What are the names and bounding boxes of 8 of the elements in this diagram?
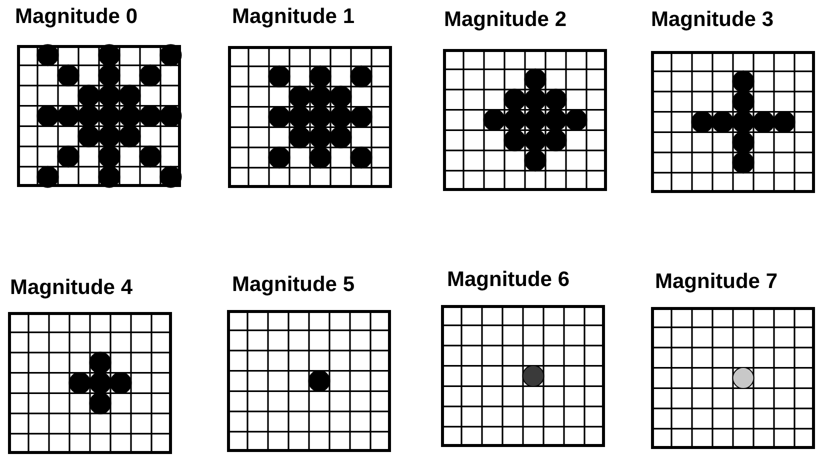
panel-title: Magnitude 7 bbox=[655, 270, 778, 294]
panel-title: Magnitude 4 bbox=[10, 276, 133, 300]
panel-title: Magnitude 5 bbox=[232, 273, 355, 297]
panel-title: Magnitude 6 bbox=[447, 268, 570, 292]
panel-title: Magnitude 1 bbox=[232, 5, 355, 29]
panel-title: Magnitude 2 bbox=[444, 8, 567, 32]
panel-title: Magnitude 0 bbox=[15, 5, 138, 29]
panel-title: Magnitude 3 bbox=[651, 8, 774, 32]
